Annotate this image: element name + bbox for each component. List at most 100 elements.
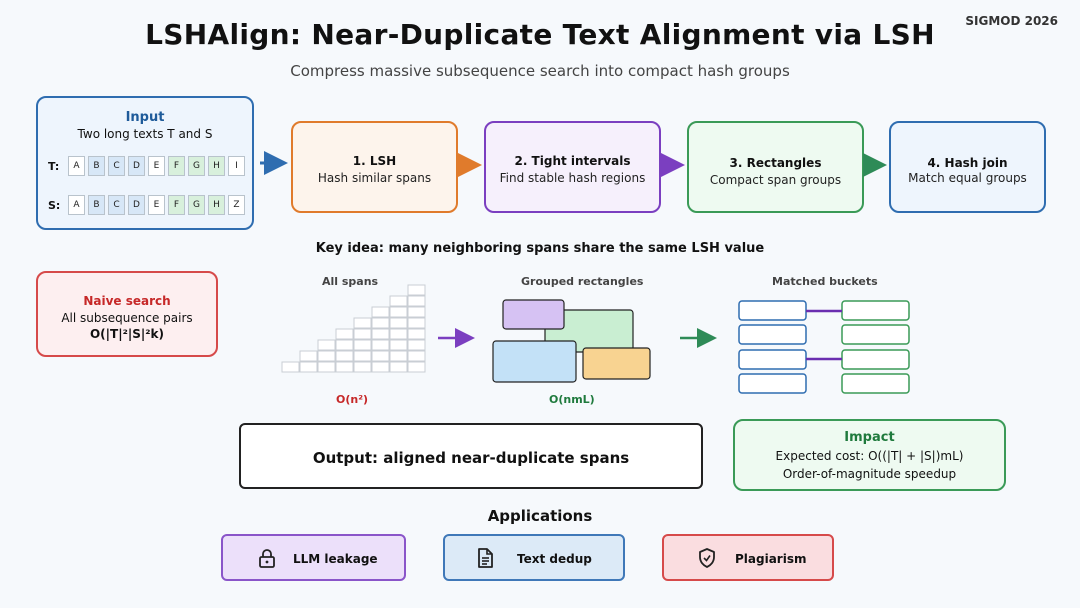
token-cell: B: [88, 156, 105, 176]
impact-title: Impact: [844, 430, 895, 445]
span-cell: [407, 328, 426, 340]
page-title: LSHAlign: Near-Duplicate Text Alignment …: [145, 18, 935, 51]
span-cell: [407, 306, 426, 318]
token-cell: D: [128, 195, 145, 215]
span-cell: [389, 361, 408, 373]
bucket-right: [841, 373, 910, 394]
naive-line1: All subsequence pairs: [61, 311, 193, 325]
step-title: 4. Hash join: [927, 156, 1008, 170]
shield-icon: [699, 548, 715, 568]
group-rect-orange: [582, 347, 651, 380]
all-spans-label: All spans: [322, 275, 379, 288]
span-cell: [407, 295, 426, 307]
token-cell: G: [188, 156, 205, 176]
token-cell: C: [108, 195, 125, 215]
step-subtitle: Match equal groups: [908, 171, 1027, 185]
output-text: Output: aligned near-duplicate spans: [312, 449, 630, 467]
token-cell: E: [148, 195, 165, 215]
bucket-right: [841, 324, 910, 345]
venue-badge: SIGMOD 2026: [965, 14, 1058, 28]
token-cell: H: [208, 156, 225, 176]
step-subtitle: Find stable hash regions: [499, 171, 646, 185]
span-cell: [371, 306, 390, 318]
span-cell: [353, 361, 372, 373]
span-cell: [407, 284, 426, 296]
bucket-left: [738, 324, 807, 345]
span-cell: [407, 317, 426, 329]
bucket-left: [738, 373, 807, 394]
span-cell: [335, 339, 354, 351]
span-cell: [407, 339, 426, 351]
span-cell: [371, 339, 390, 351]
impact-box: Impact Expected cost: O((|T| + |S|)mL) O…: [733, 419, 1006, 491]
impact-cost: Expected cost: O((|T| + |S|)mL): [775, 449, 964, 463]
bucket-right: [841, 349, 910, 370]
token-cell: C: [108, 156, 125, 176]
step-title: 1. LSH: [352, 154, 397, 168]
key-idea: Key idea: many neighboring spans share t…: [315, 241, 765, 256]
bucket-right-column: [841, 300, 910, 394]
step-subtitle: Compact span groups: [709, 173, 842, 187]
lock-icon: [259, 549, 275, 568]
span-cell: [371, 350, 390, 362]
span-cell: [389, 339, 408, 351]
grouped-cost: O(nmL): [549, 393, 595, 406]
span-cell: [335, 328, 354, 340]
token-cell: F: [168, 156, 185, 176]
step-hash-join: 4. Hash join Match equal groups: [889, 121, 1046, 213]
span-cell: [353, 328, 372, 340]
step-lsh: 1. LSH Hash similar spans: [291, 121, 458, 213]
token-cell: I: [228, 156, 245, 176]
s-label: S:: [48, 199, 61, 212]
all-spans-cost: O(n²): [336, 393, 369, 406]
span-cell: [353, 350, 372, 362]
token-cell: F: [168, 195, 185, 215]
naive-title: Naive search: [83, 294, 171, 308]
bucket-left: [738, 300, 807, 321]
app-plagiarism: Plagiarism: [662, 534, 834, 581]
span-cell: [317, 361, 336, 373]
span-cell: [407, 350, 426, 362]
impact-speedup: Order-of-magnitude speedup: [782, 467, 957, 481]
naive-search-box: Naive search All subsequence pairs O(|T|…: [36, 271, 218, 357]
span-cell: [335, 361, 354, 373]
span-cell: [317, 339, 336, 351]
span-cell: [389, 306, 408, 318]
group-rect-purple: [502, 299, 565, 330]
input-title: Input: [125, 110, 165, 125]
group-rect-blue: [492, 340, 577, 383]
span-cell: [371, 317, 390, 329]
span-cell: [299, 361, 318, 373]
span-cell: [389, 295, 408, 307]
applications-title: Applications: [487, 507, 593, 525]
span-cell: [317, 350, 336, 362]
span-cell: [371, 361, 390, 373]
span-cell: [353, 339, 372, 351]
input-subtitle: Two long texts T and S: [77, 127, 213, 141]
output-box: Output: aligned near-duplicate spans: [239, 423, 703, 489]
app-text-dedup: Text dedup: [443, 534, 625, 581]
t-label: T:: [48, 160, 60, 173]
bucket-left: [738, 349, 807, 370]
span-cell: [335, 350, 354, 362]
span-cell: [299, 350, 318, 362]
app-label: LLM leakage: [293, 552, 378, 566]
bucket-left-column: [738, 300, 807, 394]
document-icon: [478, 548, 493, 568]
token-cell: E: [148, 156, 165, 176]
bucket-right: [841, 300, 910, 321]
token-cell: A: [68, 195, 85, 215]
token-cell: H: [208, 195, 225, 215]
span-cell: [389, 328, 408, 340]
token-cell: G: [188, 195, 205, 215]
matched-label: Matched buckets: [772, 275, 878, 288]
token-cell: A: [68, 156, 85, 176]
token-cell: D: [128, 156, 145, 176]
step-subtitle: Hash similar spans: [317, 171, 432, 185]
app-label: Text dedup: [517, 552, 592, 566]
span-cell: [353, 317, 372, 329]
span-cell: [281, 361, 300, 373]
